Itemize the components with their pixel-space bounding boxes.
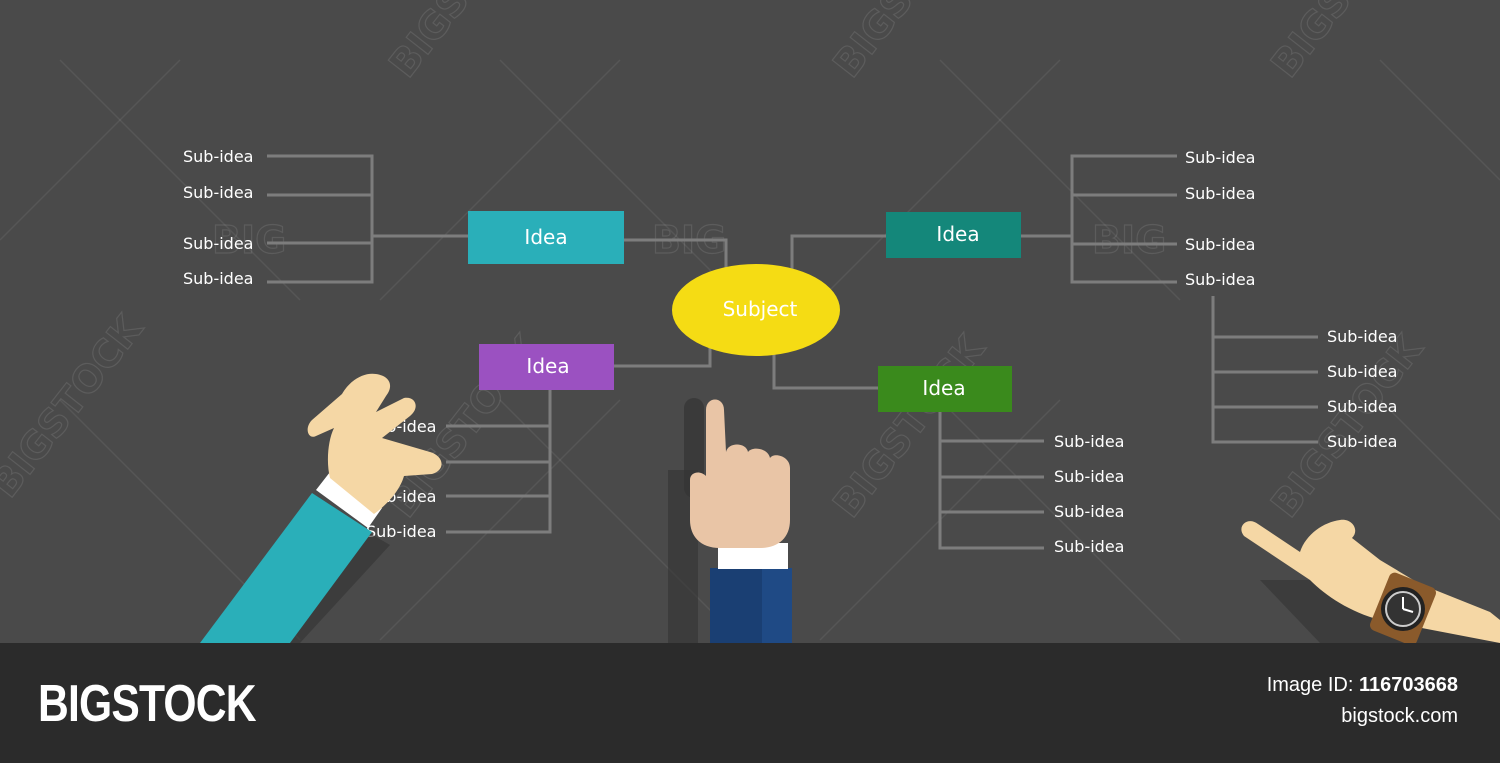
- navy-sleeve-fold: [762, 568, 792, 643]
- idea-box: [886, 212, 1021, 258]
- site-url: bigstock.com: [1341, 705, 1458, 727]
- watermark-text: BIG: [1092, 218, 1166, 262]
- sub-idea-label: Sub-idea: [1054, 502, 1124, 521]
- idea-node-teal: Idea: [468, 211, 624, 264]
- watermark-text: BIGSTOCK: [0, 306, 152, 505]
- idea-box: [479, 344, 614, 390]
- white-cuff: [316, 472, 382, 528]
- sub-idea-label: Sub-idea: [1054, 467, 1124, 486]
- left-hand: [307, 373, 442, 514]
- image-id-value: 116703668: [1358, 674, 1458, 696]
- watermark-text: BIGSTOCK: [1262, 0, 1431, 86]
- watermark-text: BIGSTOCK: [824, 0, 993, 86]
- image-id-line: Image ID: 116703668: [1267, 674, 1458, 697]
- idea-label: Idea: [922, 376, 965, 400]
- left-hand-illustration: [200, 373, 442, 643]
- idea-label: Idea: [936, 222, 979, 246]
- mind-map-diagram: BIGSTOCK BIGSTOCK BIGSTOCK BIGSTOCK BIGS…: [0, 0, 1500, 643]
- center-hand-illustration: [668, 398, 792, 643]
- image-id-label: Image ID:: [1266, 674, 1354, 696]
- sub-idea-label: Sub-idea: [183, 183, 253, 202]
- idea-box: [878, 366, 1012, 412]
- sub-idea-label: Sub-idea: [1054, 432, 1124, 451]
- sub-idea-label: Sub-idea: [1185, 148, 1255, 167]
- sub-idea-label: Sub-idea: [183, 147, 253, 166]
- watermark-text: BIGSTOCK: [380, 0, 549, 86]
- sub-idea-label: Sub-idea: [366, 522, 436, 541]
- sub-idea-label: Sub-idea: [1185, 270, 1255, 289]
- footer-bar: [0, 643, 1500, 763]
- idea-label: Idea: [524, 225, 567, 249]
- sub-idea-label: Sub-idea: [1327, 327, 1397, 346]
- teal-sleeve: [200, 493, 372, 643]
- idea-node-purple: Idea: [479, 344, 614, 390]
- subject-ellipse: [672, 264, 840, 356]
- right-hand: [1241, 519, 1500, 643]
- subject-node: Subject: [672, 264, 840, 356]
- watermark-text: BIGSTOCK: [824, 326, 993, 525]
- sub-idea-label: Sub-idea: [1327, 397, 1397, 416]
- idea-node-olive: Idea: [878, 366, 1012, 412]
- watermark-text: BIG: [212, 218, 286, 262]
- right-hand-illustration: [1241, 519, 1500, 643]
- sub-idea-label: Sub-idea: [1185, 235, 1255, 254]
- sub-idea-label: Sub-idea: [1327, 432, 1397, 451]
- idea-node-green: Idea: [886, 212, 1021, 258]
- pointing-hand: [690, 399, 790, 548]
- brand-logo: BIGSTOCK: [38, 675, 257, 733]
- subject-label: Subject: [723, 297, 798, 321]
- sub-idea-label: Sub-idea: [1054, 537, 1124, 556]
- idea-label: Idea: [526, 354, 569, 378]
- sub-idea-label: Sub-idea: [183, 234, 253, 253]
- sub-idea-label: Sub-idea: [1185, 184, 1255, 203]
- sub-idea-label: Sub-idea: [1327, 362, 1397, 381]
- watch-hand: [1402, 608, 1414, 613]
- idea-box: [468, 211, 624, 264]
- sub-idea-label: Sub-idea: [183, 269, 253, 288]
- connectors: [267, 154, 1318, 550]
